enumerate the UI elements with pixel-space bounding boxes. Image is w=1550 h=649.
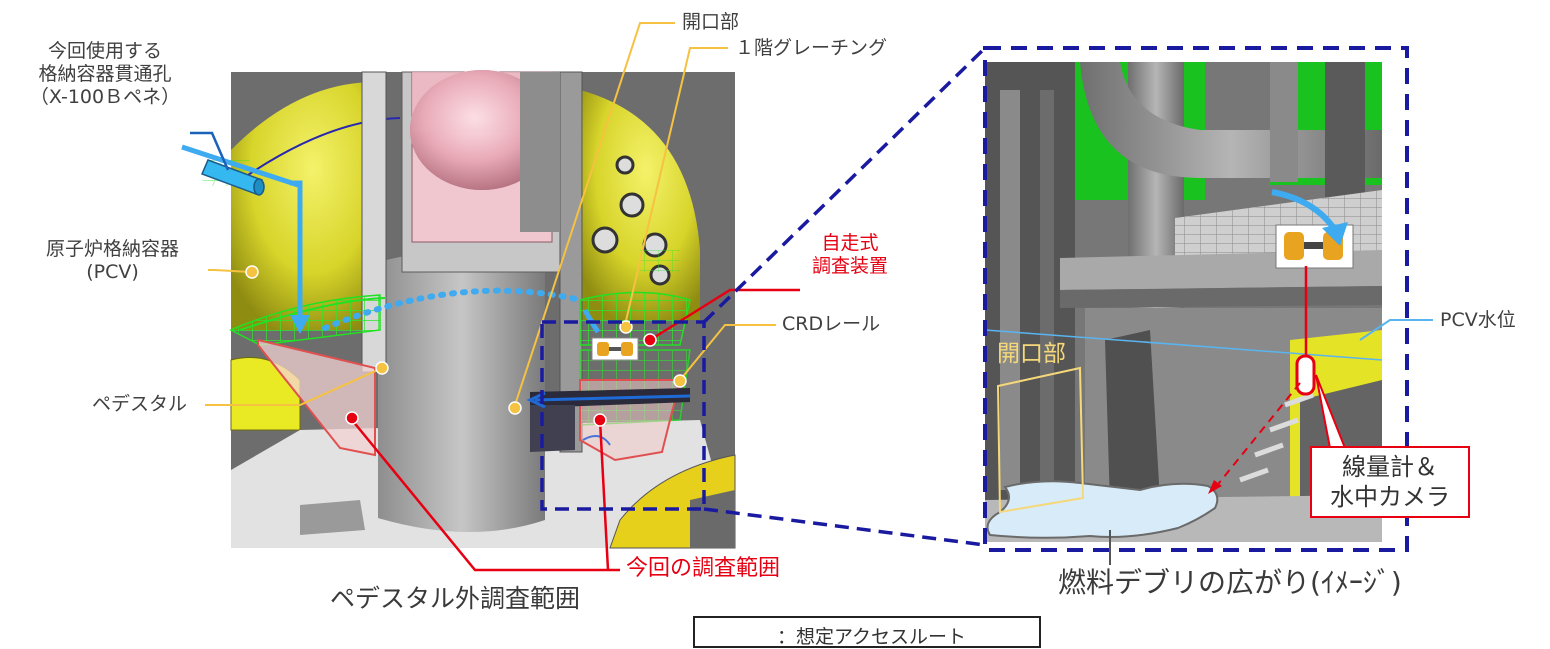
zoom-line-bottom [703, 507, 986, 547]
pedestal-body [378, 251, 545, 533]
dosimeter-camera [1295, 354, 1316, 396]
pcv-cutaway-view [200, 70, 736, 549]
water-level-leader [1359, 319, 1433, 341]
pcv-label-line1: 原子炉格納容器 [45, 238, 179, 260]
penetration-leader [190, 131, 230, 171]
penetration-label: 今回使用する 格納容器貫通孔 （X-100Ｂペネ） [15, 40, 195, 108]
debris-spread-caption: 燃料デブリの広がり(ｲﾒｰｼﾞ) [1058, 566, 1402, 599]
legend: ：想定アクセスルート [693, 616, 1041, 648]
zoom-frame-small [540, 320, 706, 511]
robot-label: 自走式 調査装置 [800, 232, 900, 278]
x100b-penetration-pipe [200, 159, 265, 196]
debris-spread-area [986, 480, 1219, 539]
scope-this-time-label: 今回の調査範囲 [626, 556, 781, 581]
pcv-water-level-line [984, 329, 1383, 361]
dosimeter-callout: 線量計＆ 水中カメラ [1310, 446, 1470, 518]
penetration-label-line1: 今回使用する [47, 40, 162, 62]
access-route-dotted [322, 287, 583, 331]
robot-device-small [591, 337, 639, 361]
pcv-water-level-label: PCV水位 [1440, 309, 1516, 331]
legend-route-label: ：想定アクセスルート [777, 626, 967, 648]
opening-inset-label: 開口部 [997, 341, 1066, 367]
pcv-shell-left [231, 81, 380, 330]
grating-label: １階グレーチング [735, 37, 888, 59]
dosimeter-callout-line1: 線量計＆ [1342, 453, 1438, 481]
penetration-label-line2: 格納容器貫通孔 [38, 62, 172, 85]
pcv-label-line2: (PCV) [86, 260, 139, 283]
grating-right [579, 291, 691, 346]
penetration-label-line3: （X-100Ｂペネ） [29, 85, 181, 108]
zoom-frame-large [983, 46, 1409, 552]
robot-label-line1: 自走式 [821, 232, 879, 254]
pedestal-label: ペデスタル [92, 393, 188, 415]
dosimeter-callout-line2: 水中カメラ [1330, 483, 1450, 511]
robot-device-large [1275, 224, 1354, 269]
red-dots [345, 333, 657, 427]
zoom-line-top [702, 46, 987, 324]
pcv-label: 原子炉格納容器 (PCV) [25, 238, 200, 284]
leader-lines [205, 22, 776, 406]
leader-dots [245, 265, 687, 415]
scope-outside-pedestal-caption: ペデスタル外調査範囲 [330, 584, 581, 613]
crd-rail-label: CRDレール [782, 313, 881, 335]
opening-label: 開口部 [682, 11, 740, 33]
opening-outline [996, 366, 1085, 514]
robot-label-line2: 調査装置 [811, 254, 888, 277]
